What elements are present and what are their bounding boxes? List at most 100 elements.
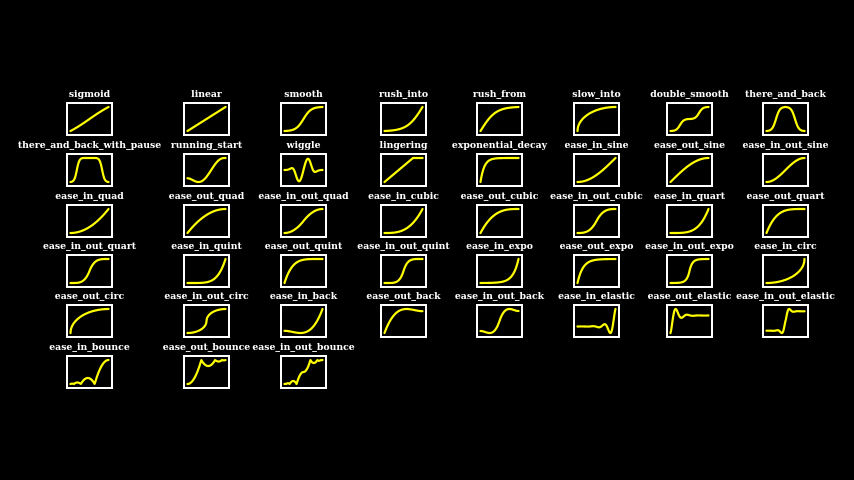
curve-line (69, 207, 110, 235)
curve-line (283, 257, 324, 285)
plot-frame (666, 304, 713, 338)
plot-frame (476, 304, 523, 338)
plot-frame (476, 254, 523, 288)
curve-line (669, 105, 710, 133)
plot-frame (666, 204, 713, 238)
curve-line (479, 307, 520, 335)
curve-plot (669, 105, 710, 133)
plot-frame (573, 153, 620, 187)
plot-frame (380, 254, 427, 288)
curve-plot (383, 307, 424, 335)
panel-title: ease_out_sine (653, 140, 726, 151)
panel-title: ease_in_bounce (49, 342, 130, 353)
plot-frame (666, 254, 713, 288)
curve-line (283, 207, 324, 235)
panel-title: running_start (170, 140, 243, 151)
panel-title: ease_out_cubic (460, 191, 539, 202)
curve-line (383, 105, 424, 133)
curve-line (765, 207, 806, 235)
curve-line (576, 156, 617, 184)
curve-line (186, 358, 227, 386)
plot-frame (762, 304, 809, 338)
panel-title: ease_out_circ (54, 291, 125, 302)
curve-line (69, 156, 110, 184)
panel-title: ease_in_out_quart (42, 241, 137, 252)
plot-frame (66, 102, 113, 136)
curve-plot (479, 105, 520, 133)
curve-plot (283, 257, 324, 285)
plot-frame (762, 153, 809, 187)
panel-title: exponential_decay (451, 140, 548, 151)
curve-plot (576, 105, 617, 133)
curve-line (479, 207, 520, 235)
curve-line (669, 257, 710, 285)
curve-plot (669, 257, 710, 285)
plot-frame (380, 204, 427, 238)
plot-frame (573, 102, 620, 136)
curve-line (479, 257, 520, 285)
curve-line (69, 105, 110, 133)
plot-frame (183, 254, 230, 288)
curve-plot (669, 156, 710, 184)
curve-line (479, 156, 520, 184)
curve-line (283, 358, 324, 386)
curve-line (186, 207, 227, 235)
curve-plot (69, 358, 110, 386)
plot-frame (380, 304, 427, 338)
panel-title: ease_out_elastic (647, 291, 732, 302)
plot-frame (666, 102, 713, 136)
curve-plot (765, 105, 806, 133)
plot-frame (183, 304, 230, 338)
curve-plot (69, 156, 110, 184)
curve-plot (479, 257, 520, 285)
panel-title: ease_out_quart (746, 191, 825, 202)
panel-title: ease_in_elastic (558, 291, 635, 302)
curve-line (383, 207, 424, 235)
curve-plot (186, 105, 227, 133)
curve-plot (69, 105, 110, 133)
plot-frame (380, 153, 427, 187)
curve-line (186, 307, 227, 335)
panel-title: rush_from (472, 89, 527, 100)
plot-frame (280, 204, 327, 238)
panel-title: ease_in_out_bounce (252, 342, 355, 353)
plot-frame (762, 204, 809, 238)
curve-line (765, 307, 806, 335)
panel-title: ease_out_bounce (162, 342, 251, 353)
plot-frame (183, 355, 230, 389)
curve-line (669, 207, 710, 235)
curve-plot (479, 156, 520, 184)
curve-plot (669, 307, 710, 335)
panel-title: double_smooth (650, 89, 729, 100)
curve-plot (186, 257, 227, 285)
plot-frame (66, 153, 113, 187)
panel-title: ease_in_out_quad (258, 191, 349, 202)
curve-line (69, 307, 110, 335)
panel-title: ease_out_quint (264, 241, 343, 252)
curve-line (765, 257, 806, 285)
plot-frame (66, 254, 113, 288)
curve-plot (576, 156, 617, 184)
curve-plot (383, 105, 424, 133)
curve-line (576, 257, 617, 285)
plot-frame (762, 254, 809, 288)
plot-frame (573, 254, 620, 288)
plot-frame (66, 304, 113, 338)
panel-title: ease_in_out_quint (357, 241, 450, 252)
curve-plot (283, 358, 324, 386)
plot-frame (280, 254, 327, 288)
curve-line (383, 156, 424, 184)
curve-line (283, 157, 324, 183)
curve-plot (186, 207, 227, 235)
curve-line (765, 156, 806, 184)
curve-plot (765, 207, 806, 235)
curve-plot (383, 156, 424, 184)
plot-frame (573, 204, 620, 238)
plot-frame (762, 102, 809, 136)
panel-title: ease_in_cubic (368, 191, 439, 202)
plot-frame (183, 153, 230, 187)
panel-title: ease_in_out_elastic (736, 291, 835, 302)
panel-title: ease_in_out_sine (742, 140, 829, 151)
panel-title: ease_in_quart (653, 191, 726, 202)
panel-title: linear (191, 89, 222, 100)
